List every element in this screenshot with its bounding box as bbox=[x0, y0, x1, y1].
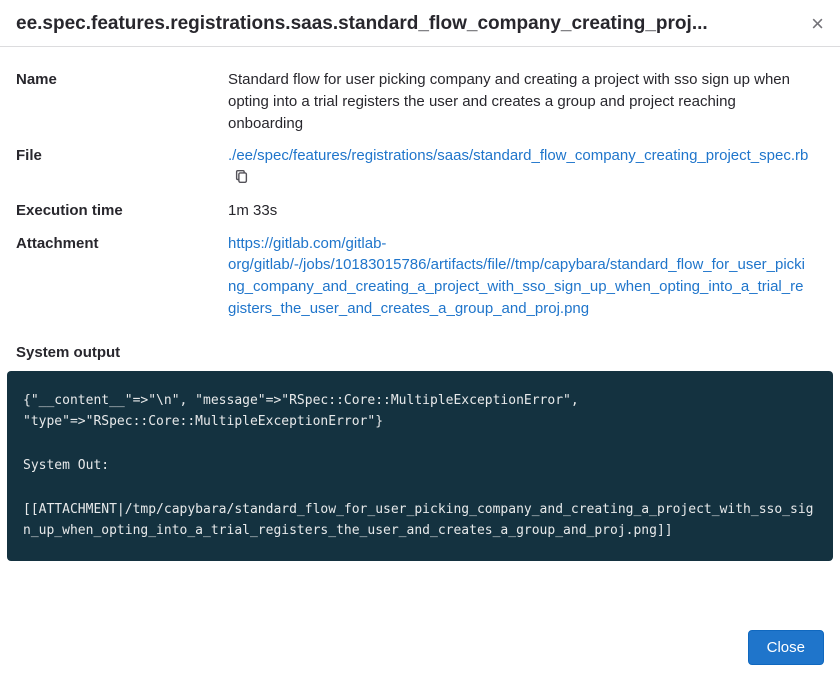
close-icon: × bbox=[811, 11, 824, 36]
copy-file-path-button[interactable] bbox=[234, 169, 249, 187]
detail-label-execution-time: Execution time bbox=[16, 201, 123, 219]
modal-title: ee.spec.features.registrations.saas.stan… bbox=[16, 13, 708, 34]
modal-header: ee.spec.features.registrations.saas.stan… bbox=[0, 0, 840, 47]
detail-row-attachment: Attachment https://gitlab.com/gitlab-org… bbox=[16, 233, 824, 320]
modal-footer: Close bbox=[0, 614, 840, 681]
detail-value-attachment: https://gitlab.com/gitlab-org/gitlab/-/j… bbox=[228, 233, 824, 320]
modal-body: Name Standard flow for user picking comp… bbox=[0, 47, 840, 371]
detail-label-name: Name bbox=[16, 71, 57, 88]
system-output-block: {"__content__"=>"\n", "message"=>"RSpec:… bbox=[7, 370, 833, 562]
modal-close-button[interactable]: × bbox=[809, 13, 826, 35]
attachment-link[interactable]: https://gitlab.com/gitlab-org/gitlab/-/j… bbox=[228, 234, 806, 317]
detail-value-file: ./ee/spec/features/registrations/saas/st… bbox=[228, 145, 824, 189]
detail-row-file: File ./ee/spec/features/registrations/sa… bbox=[16, 145, 824, 189]
copy-icon bbox=[234, 169, 249, 187]
detail-value-execution-time: 1m 33s bbox=[228, 201, 278, 219]
detail-label-attachment: Attachment bbox=[16, 234, 99, 252]
file-link[interactable]: ./ee/spec/features/registrations/saas/st… bbox=[228, 147, 809, 165]
close-button[interactable]: Close bbox=[747, 630, 824, 665]
detail-row-name: Name Standard flow for user picking comp… bbox=[16, 69, 824, 134]
detail-value-name: Standard flow for user picking company a… bbox=[228, 71, 790, 132]
detail-label-file: File bbox=[16, 147, 42, 165]
detail-row-execution-time: Execution time 1m 33s bbox=[16, 200, 824, 222]
system-output-heading: System output bbox=[16, 343, 121, 361]
